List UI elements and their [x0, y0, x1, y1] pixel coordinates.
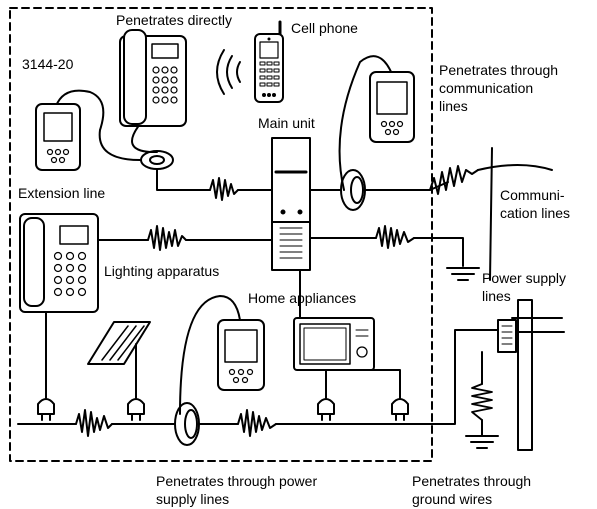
handheld-tester-icon	[338, 55, 415, 191]
handheld-tester-icon	[179, 295, 265, 415]
ground-symbol-icon	[446, 267, 480, 281]
label-penetrates-ground-1: Penetrates through	[412, 473, 531, 489]
label-penetrates-power-1: Penetrates through power	[156, 473, 317, 489]
handheld-tester-icon	[35, 89, 141, 171]
ground-symbol-icon	[465, 435, 499, 449]
plug-icon	[317, 398, 335, 421]
clamp-sensor-icon	[140, 150, 174, 170]
label-penetrates-communication-3: lines	[439, 98, 468, 114]
main-unit-icon	[271, 137, 311, 271]
label-communication-lines-2: cation lines	[500, 205, 570, 221]
utility-pole-icon	[489, 147, 565, 451]
plug-icon	[391, 398, 409, 421]
unit-power-line-right	[413, 237, 464, 267]
label-penetrates-ground-2: ground wires	[412, 491, 492, 507]
microwave-icon	[293, 317, 375, 399]
label-penetrates-communication-2: communication	[439, 80, 533, 96]
label-communication-lines-1: Communi-	[500, 187, 565, 203]
desk-phone-icon	[19, 213, 99, 399]
plug-icon	[37, 398, 55, 421]
label-cell-phone: Cell phone	[291, 20, 358, 36]
lighting-fixture-icon	[87, 321, 151, 399]
desk-phone-icon	[119, 29, 187, 153]
power-supply-line-4	[275, 329, 511, 425]
noise-signal-icon	[75, 165, 493, 437]
label-power-supply-lines-1: Power supply	[482, 270, 566, 286]
radio-waves-icon	[216, 49, 241, 95]
clamp-sensor-icon	[340, 169, 366, 211]
label-power-supply-lines-2: lines	[482, 288, 511, 304]
label-main-unit: Main unit	[258, 115, 315, 131]
label-home-appliances: Home appliances	[248, 290, 356, 306]
building-boundary	[9, 7, 433, 462]
label-penetrates-power-2: supply lines	[156, 491, 229, 507]
label-penetrates-directly: Penetrates directly	[116, 12, 232, 28]
label-extension-line: Extension line	[18, 185, 105, 201]
label-penetrates-communication-1: Penetrates through	[439, 62, 558, 78]
plug-icon	[127, 398, 145, 421]
cell-phone-icon	[254, 20, 284, 103]
overhead-line	[477, 164, 553, 171]
label-lighting-apparatus: Lighting apparatus	[104, 263, 219, 279]
clamp-sensor-icon	[174, 402, 200, 446]
extension-line	[156, 167, 211, 191]
label-model: 3144-20	[22, 56, 74, 72]
